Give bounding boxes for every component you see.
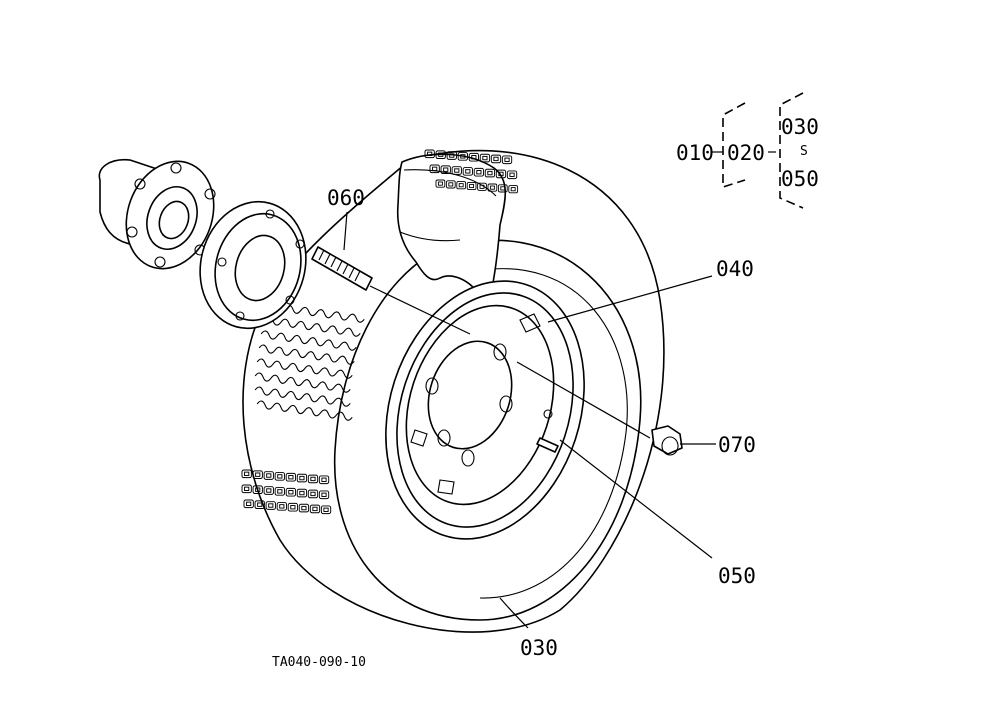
label-050-tree: 050 (781, 167, 819, 191)
rim-icon (385, 280, 585, 540)
label-050: 050 (718, 564, 756, 588)
flange-plate-icon (199, 200, 307, 330)
label-030-tree: 030 (781, 115, 819, 139)
label-040: 040 (716, 257, 754, 281)
stud-bolt-icon (311, 246, 373, 291)
leader-lines (343, 211, 716, 629)
figure-code: TA040-090-10 (272, 655, 366, 670)
parts-hierarchy-tree (711, 92, 804, 209)
lug-nut-icon (651, 425, 683, 456)
label-060: 060 (327, 186, 365, 210)
label-020: 020 (727, 141, 765, 165)
range-mark: S (800, 144, 808, 159)
label-070: 070 (718, 433, 756, 457)
valve-icon (536, 409, 559, 453)
hub-icon (98, 158, 216, 270)
label-010: 010 (676, 141, 714, 165)
label-030: 030 (520, 636, 558, 660)
